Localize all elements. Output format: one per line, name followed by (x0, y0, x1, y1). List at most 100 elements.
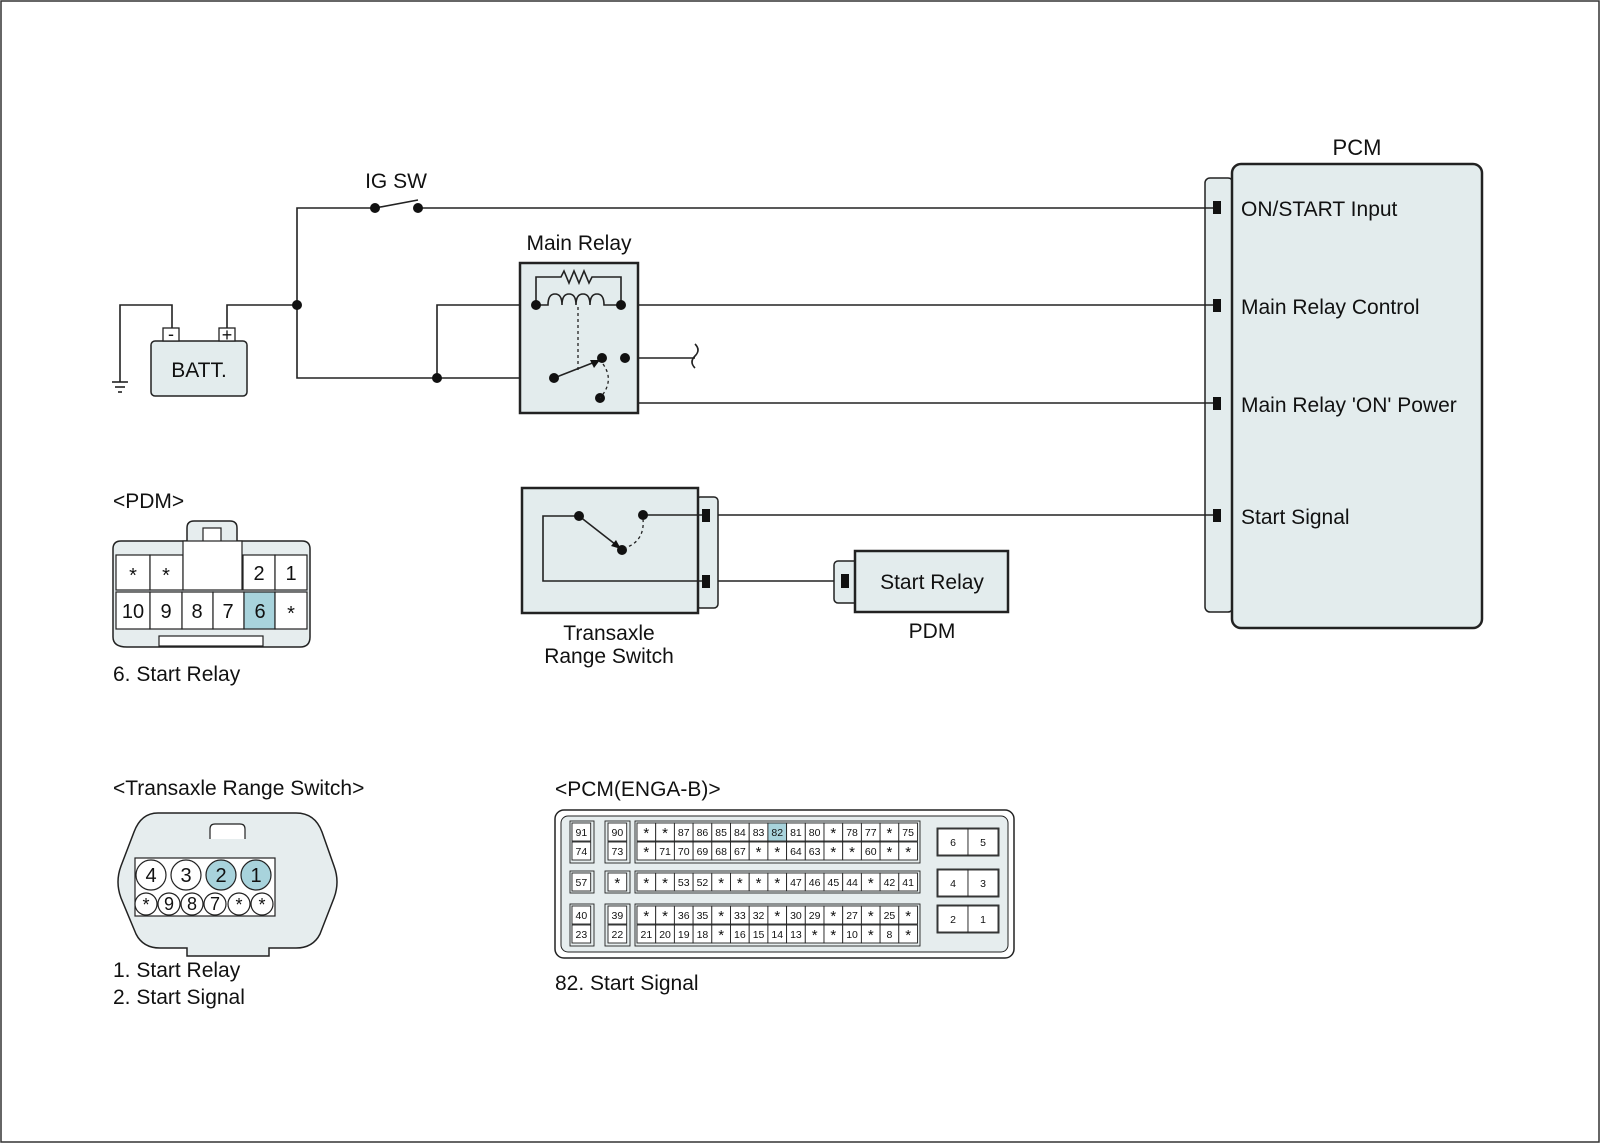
pcm-pin-label: * (887, 844, 893, 861)
trs-pin-label: 2 (215, 865, 226, 887)
pcm-pin-cavity (607, 905, 628, 925)
pdm-latch (202, 527, 222, 543)
pcm-pin-label: 30 (790, 910, 802, 922)
pcm-pin-label: 41 (902, 877, 914, 889)
pcm-pin-cavity (571, 872, 592, 892)
wire-batt-negative (119, 304, 173, 382)
wire-main-relay-on-power (624, 358, 1213, 404)
pcm-pin-label: 5 (980, 837, 986, 849)
relay-coil (536, 293, 621, 306)
pdm-connector-title: <PDM> (113, 490, 184, 513)
pcm-pin-label: 13 (790, 929, 802, 941)
battery-label: BATT. (171, 359, 227, 382)
pcm-pin-group-frame (569, 820, 595, 864)
pcm-pin-label: 91 (576, 827, 588, 839)
pcm-pin-label: 81 (790, 827, 802, 839)
pcm-pin-label: * (756, 875, 762, 892)
junction-dot (292, 300, 302, 310)
main-relay-label: Main Relay (526, 232, 632, 255)
pdm-pin-label: 9 (160, 601, 171, 623)
pcm-pin-terminal (1213, 509, 1221, 522)
pcm-pin-label: * (830, 844, 836, 861)
pcm-pin-label: * (718, 875, 724, 892)
trs-switch-blade (578, 515, 621, 549)
pdm-pin-label: 6 (254, 601, 265, 623)
pcm-pin-cavity (607, 872, 628, 892)
pcm-pin-cavity (967, 869, 999, 897)
pcm-pin-label: 57 (576, 877, 588, 889)
pdm-pin-label: 8 (191, 601, 202, 623)
pcm-pin-label: * (887, 825, 893, 842)
pdm-cavity (242, 554, 276, 591)
start-relay: Start Relay PDM (833, 549, 1010, 643)
pcm-pin-label: 1 (980, 914, 986, 926)
pcm-pin-label: 35 (697, 910, 709, 922)
pcm-pin-label: 27 (846, 910, 858, 922)
pcm-pin-cavity (967, 905, 999, 933)
battery-neg-terminal (162, 327, 180, 342)
pcm-pin-group-frame (569, 870, 595, 894)
pcm-pin-label: 18 (697, 929, 709, 941)
trs-label-line1: Transaxle (563, 622, 654, 645)
pcm-connector-strip (1204, 177, 1234, 613)
pcm-pin-group-frame (604, 870, 631, 894)
trs-caption-2: 2. Start Signal (113, 986, 245, 1009)
trs-switch-pivot (574, 511, 584, 521)
pcm-pin-label: 40 (576, 910, 588, 922)
pcm-pin-label: 39 (612, 910, 624, 922)
pcm-pin-label: * (774, 844, 780, 861)
pcm-pin-label: * (830, 927, 836, 944)
trs-pin-label: 4 (145, 865, 156, 887)
pdm-pin-label: 2 (253, 563, 264, 585)
pdm-pin-label: 10 (122, 601, 144, 623)
pcm-pin-label: 90 (612, 827, 624, 839)
pdm-cavity (115, 554, 151, 591)
pdm-pin-label: 1 (285, 563, 296, 585)
pcm-pin-terminal (1213, 397, 1221, 410)
pcm-connector-title: <PCM(ENGA-B)> (555, 778, 721, 801)
pcm-pin-group-frame (634, 820, 921, 864)
pcm-pin-label: 47 (790, 877, 802, 889)
pcm-pin-label: 73 (612, 846, 624, 858)
pcm-connector-caption: 82. Start Signal (555, 972, 699, 995)
pcm-pin-cavity (607, 924, 628, 944)
wire-batt-to-relay-switch (296, 305, 554, 379)
pcm-pin-label: * (718, 908, 724, 925)
battery-body (150, 340, 248, 397)
trs-cavity-highlighted (240, 859, 272, 891)
pcm-pin-cavity (898, 905, 918, 925)
pcm-pin-label: * (830, 825, 836, 842)
pcm-pin-label: 3 (980, 878, 986, 890)
pcm-pin-cavity (898, 841, 918, 861)
start-relay-pin-terminal (841, 574, 849, 588)
pcm-pin-label: * (643, 908, 649, 925)
pdm-rib (158, 635, 264, 647)
pcm-pin-label: 14 (771, 929, 783, 941)
start-relay-body (853, 549, 1010, 614)
wire-break-symbol (691, 343, 699, 369)
trs-cavity (227, 892, 251, 916)
pcm-pin-label: 71 (659, 846, 671, 858)
pcm-pin-cavity (967, 828, 999, 856)
pcm-pin-label: 64 (790, 846, 802, 858)
pcm-pin-cavity (937, 869, 969, 897)
trs-pin-label: 7 (210, 894, 220, 914)
pdm-pin-label: * (162, 565, 170, 587)
relay-resistor (535, 268, 622, 305)
trs-pin-label: * (235, 895, 242, 915)
trs-cavity-highlighted (205, 859, 237, 891)
trs-switch-contact (638, 510, 648, 520)
trs-cavity (134, 892, 158, 916)
pdm-cavity-highlighted (243, 591, 276, 630)
pcm-pin-label: 29 (809, 910, 821, 922)
pdm-pin-label: * (129, 565, 137, 587)
transaxle-range-switch: Transaxle Range Switch (520, 486, 719, 668)
pcm-pin-label: 4 (950, 878, 956, 890)
ig-switch-contact (413, 203, 423, 213)
pcm-title: PCM (1333, 135, 1382, 160)
pdm-pin-label: * (287, 603, 295, 625)
pcm-pin-label: 32 (753, 910, 765, 922)
pcm-pin-label: 85 (715, 827, 727, 839)
